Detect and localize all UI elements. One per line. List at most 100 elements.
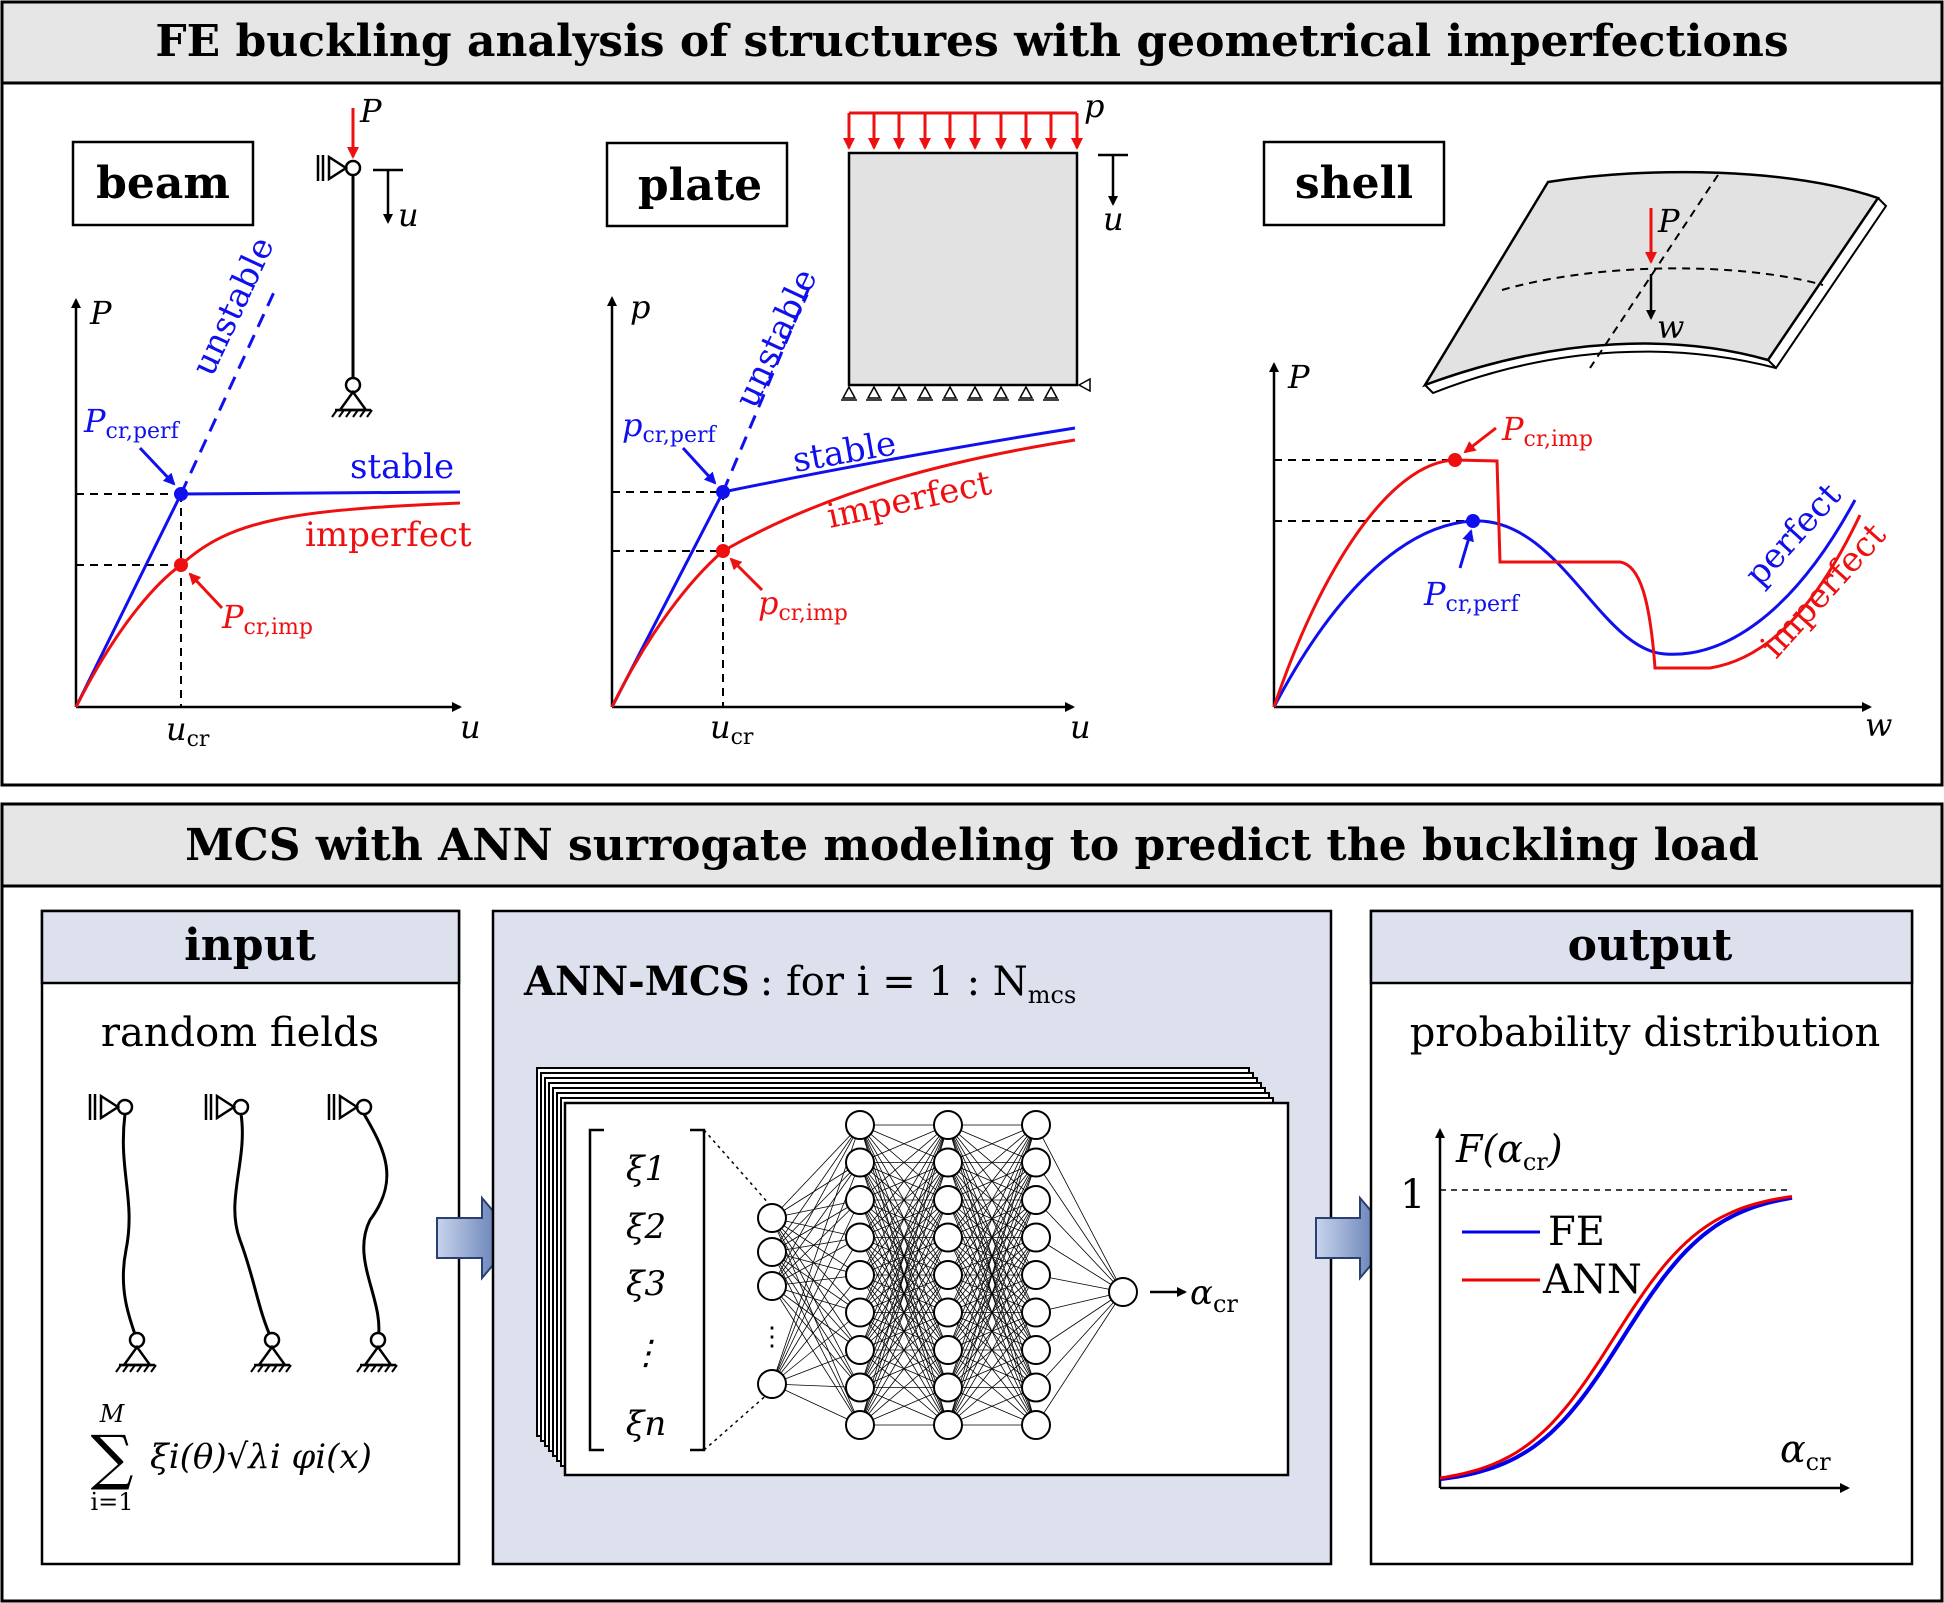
ann-connection (771, 1124, 861, 1385)
ann-connection (771, 1285, 861, 1388)
ann-connection (771, 1383, 861, 1426)
shell-sketch: P w (1422, 170, 1888, 395)
plate-load-label: p (1084, 87, 1104, 125)
top-title: FE buckling analysis of structures with … (155, 16, 1788, 67)
ann-input-vector: ξ1 ξ2 ξ3 ⋮ ξn (588, 1128, 771, 1452)
ann-connection (947, 1387, 1037, 1426)
ann-connection (771, 1285, 861, 1351)
ann-connection (859, 1387, 949, 1426)
ann-connection (771, 1217, 861, 1276)
ann-input-2: ξ3 (626, 1264, 666, 1304)
ann-neuron (845, 1110, 875, 1140)
ann-connection (771, 1237, 861, 1287)
cdf-ann-curve (1439, 1195, 1793, 1480)
shell-pcr-perf-label: Pcr,perf (1423, 575, 1521, 617)
ann-neuron (845, 1297, 875, 1328)
beam-stable-label: stable (350, 447, 454, 487)
plate-supports (840, 377, 1091, 401)
ann-neuron (845, 1147, 875, 1178)
ann-neuron (757, 1203, 787, 1233)
ann-connection (1035, 1291, 1124, 1388)
shell-label-box (1262, 140, 1446, 227)
svg-text:i=1: i=1 (90, 1488, 133, 1516)
ann-connection (771, 1199, 861, 1385)
ann-connection (859, 1274, 949, 1426)
output-header: output (1568, 920, 1733, 971)
ann-neuron (933, 1410, 963, 1440)
ann-connection (947, 1312, 1037, 1426)
ann-neuron (845, 1185, 875, 1215)
plate-imp-point (716, 544, 730, 558)
plate-x-tick: ucr (710, 708, 754, 750)
shell-y-label: P (1287, 358, 1310, 396)
ann-network: ⋮ (757, 1110, 1138, 1440)
ann-card-front (563, 1101, 1290, 1477)
shell-perfect-curve (1272, 499, 1857, 708)
ann-neuron (1021, 1297, 1051, 1328)
ann-connection (771, 1251, 861, 1276)
ann-neuron (933, 1260, 963, 1290)
ann-neuron (845, 1260, 875, 1290)
input-panel: input random fields M ∑ i=1 ξi(θ)√λi φi(… (40, 909, 461, 1566)
plate-label-box (605, 141, 789, 228)
beam-imp-point (174, 558, 188, 572)
plate-perf-point (716, 485, 730, 499)
ann-neuron (933, 1110, 963, 1140)
ann-input-0: ξ1 (626, 1149, 666, 1189)
bottom-title-bar (0, 802, 1944, 888)
ann-connection (1035, 1291, 1124, 1426)
output-text: probability distribution (1410, 1010, 1881, 1056)
ann-neuron (845, 1410, 875, 1440)
ann-connection (771, 1274, 861, 1385)
ann-connection (771, 1217, 861, 1313)
kl-body: ξi(θ)√λi φi(x) (150, 1437, 372, 1477)
top-title-bar (0, 0, 1944, 85)
shell-label: shell (1295, 158, 1413, 209)
cdf-y-tick: 1 (1400, 1172, 1425, 1218)
ann-neuron (1021, 1335, 1051, 1365)
ann-connection (771, 1285, 861, 1426)
ann-neuron (1021, 1147, 1051, 1178)
beam-sketch: P u (316, 92, 419, 419)
ann-connection (859, 1124, 949, 1201)
legend-ann-label: ANN (1542, 1257, 1642, 1303)
ann-neuron (933, 1222, 963, 1253)
ann-connection (771, 1251, 861, 1313)
input-header: input (184, 920, 316, 971)
beam-y-label: P (89, 294, 112, 332)
ann-neuron (1021, 1185, 1051, 1215)
beam-pcr-imp-label: Pcr,imp (221, 598, 313, 640)
ann-connection (771, 1124, 861, 1219)
ann-connection (771, 1251, 861, 1426)
plate-chart: p u ucr unstable stable imperfect pcr,pe… (607, 263, 1091, 750)
shell-disp-label: w (1657, 308, 1684, 346)
svg-text:∑: ∑ (91, 1423, 134, 1493)
plate-imperfect-curve (610, 438, 1076, 708)
ann-connection (947, 1124, 1037, 1201)
ann-connection (947, 1124, 1037, 1238)
beam-x-label: u (460, 708, 481, 746)
ann-connection (859, 1349, 949, 1426)
ann-connection (947, 1124, 1037, 1276)
ann-connection (947, 1124, 1037, 1163)
ann-connection (1035, 1237, 1124, 1293)
ann-panel: ANN-MCS: for i = 1 : Nmcs ξ1 ξ2 ξ3 ⋮ ξn (491, 909, 1333, 1566)
plate-disp-label: u (1103, 200, 1124, 238)
plate-pcr-perf-label: pcr,perf (622, 406, 718, 448)
ann-connection (771, 1162, 861, 1253)
beam-disp-label: u (398, 196, 419, 234)
plate-y-label: p (630, 288, 650, 326)
beam-panel: beam P u P u ucr (71, 92, 481, 752)
cdf-x-label: αcr (1780, 1427, 1831, 1476)
shell-x-label: w (1865, 706, 1892, 744)
plate-stable-curve (610, 426, 1076, 708)
ann-connection (1035, 1199, 1124, 1293)
beam-imperfect-label: imperfect (305, 515, 472, 555)
ann-neuron-ellipsis: ⋮ (759, 1322, 785, 1352)
ann-connection (859, 1237, 949, 1426)
kl-expansion: M ∑ i=1 ξi(θ)√λi φi(x) (90, 1400, 371, 1516)
cdf-y-label: F(αcr) (1455, 1127, 1563, 1176)
ann-connection (947, 1349, 1037, 1426)
top-section: FE buckling analysis of structures with … (0, 0, 1944, 787)
ann-neuron (1021, 1110, 1051, 1140)
